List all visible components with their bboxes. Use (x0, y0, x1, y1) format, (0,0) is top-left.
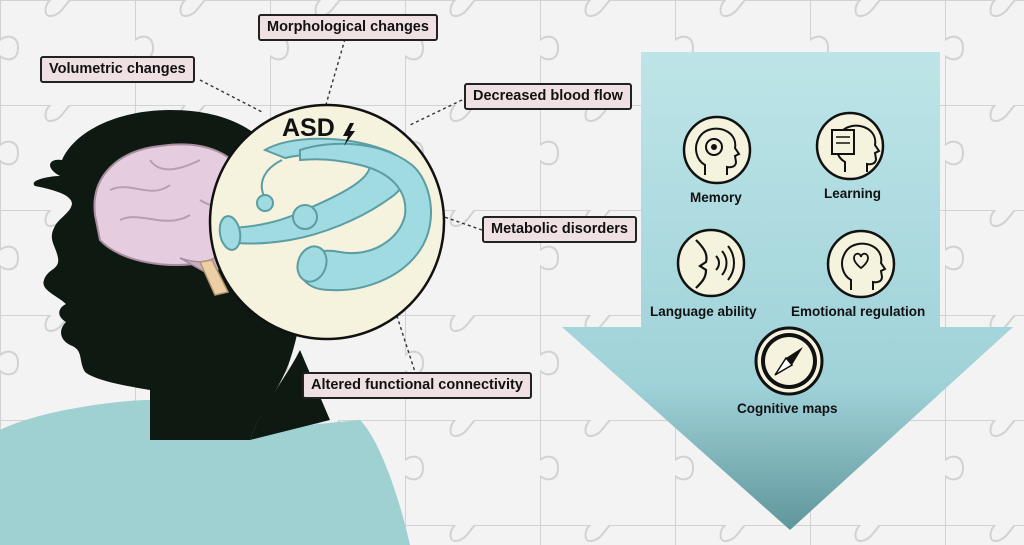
memory-head-icon (682, 115, 752, 185)
caption-cognitive-maps: Cognitive maps (737, 401, 838, 416)
emotion-head-icon (826, 229, 896, 299)
label-morphological-changes: Morphological changes (258, 14, 438, 41)
caption-emotional-regulation: Emotional regulation (791, 304, 926, 319)
label-decreased-blood-flow: Decreased blood flow (464, 83, 632, 110)
learning-head-icon (815, 111, 885, 181)
caption-memory: Memory (690, 190, 742, 205)
connector-lines (199, 38, 483, 373)
lightning-icon (343, 123, 355, 146)
caption-language-ability: Language ability (650, 304, 757, 319)
speaking-head-icon (676, 228, 746, 298)
asd-title: ASD (282, 114, 335, 142)
outcome-arrow (562, 52, 1013, 530)
hippocampus-illustration (218, 137, 432, 292)
caption-learning: Learning (824, 186, 882, 201)
label-volumetric-changes: Volumetric changes (40, 56, 195, 83)
compass-icon (754, 326, 824, 396)
label-altered-functional-connectivity: Altered functional connectivity (302, 372, 532, 399)
label-metabolic-disorders: Metabolic disorders (482, 216, 637, 243)
